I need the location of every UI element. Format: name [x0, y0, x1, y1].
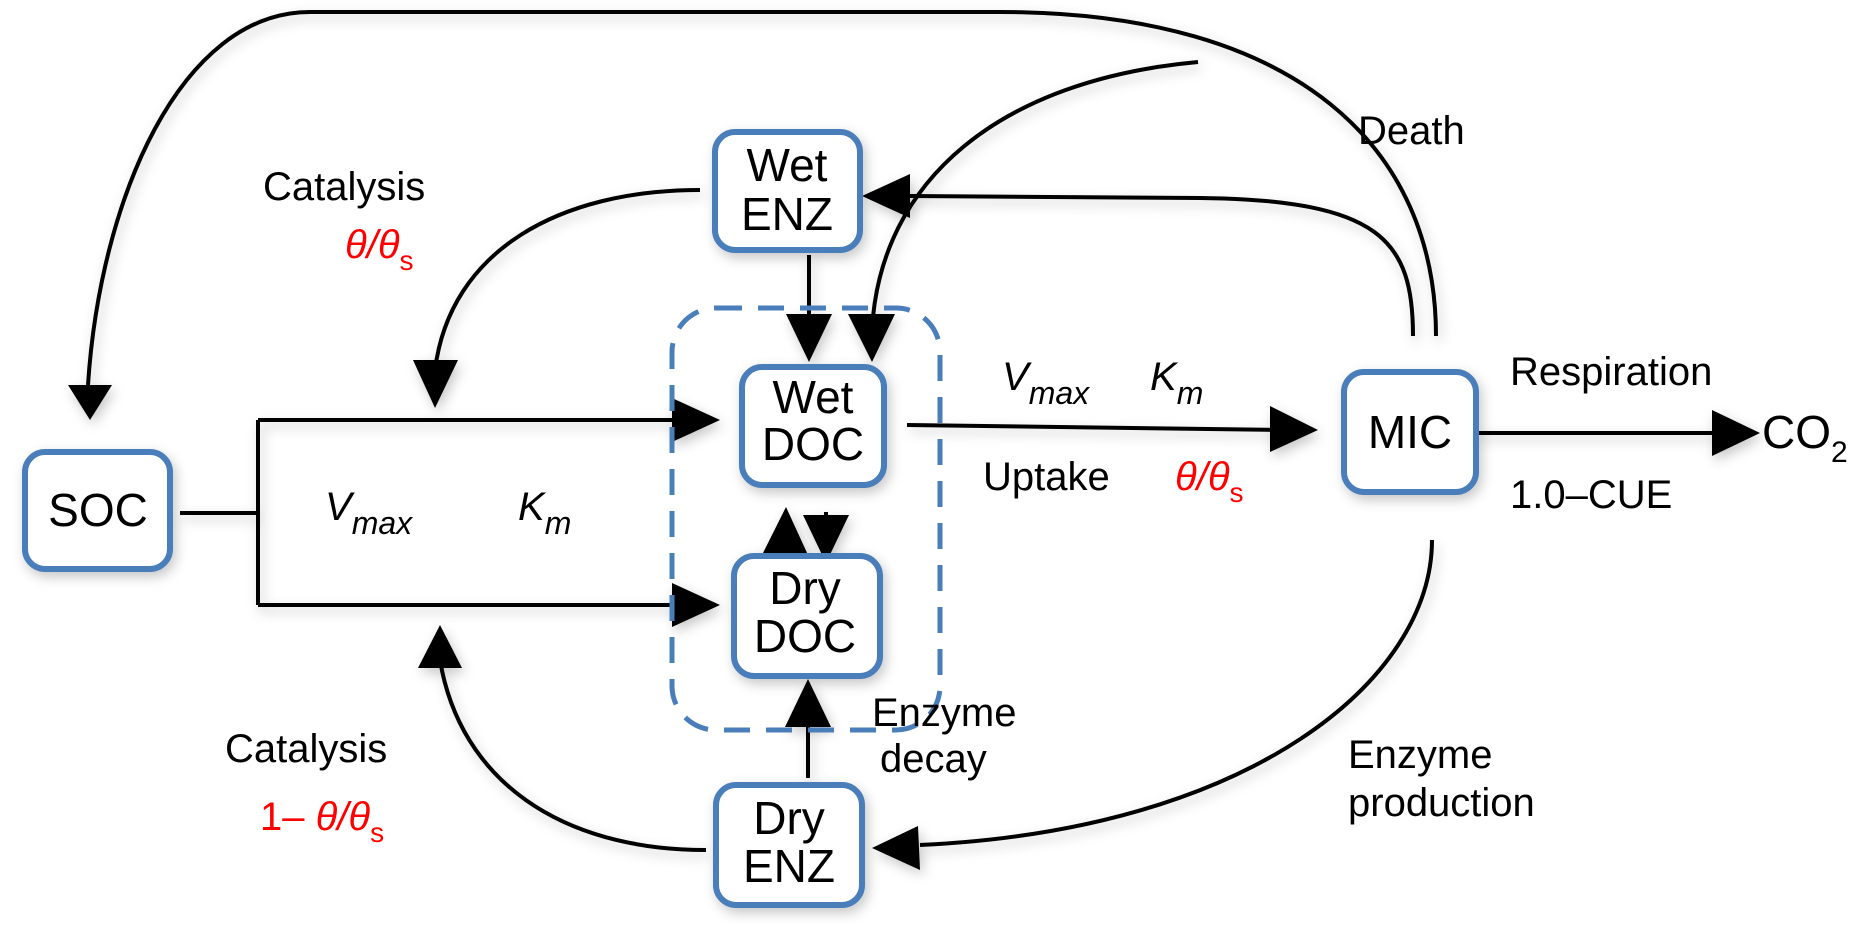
edge-dryenz-catalysis [438, 659, 707, 852]
arrowhead-catalysis-bottom [418, 625, 462, 668]
arrowhead-exchange-down [803, 515, 849, 563]
node-wet-doc-line2: DOC [762, 418, 864, 470]
label-catalysis-top: Catalysis [263, 165, 425, 209]
node-dry-doc-line2: DOC [754, 610, 856, 662]
edges [68, 10, 1760, 870]
label-catalysis-bottom: Catalysis [225, 727, 387, 771]
label-respiration: Respiration [1510, 350, 1712, 394]
arrowhead-catalysis-top [413, 360, 458, 408]
node-wet-enz-line2: ENZ [741, 188, 833, 240]
node-co2: CO2 [1762, 406, 1848, 469]
node-dry-doc-line1: Dry [769, 562, 841, 614]
label-decomp-vmax: Vmax [325, 485, 413, 541]
edge-wetenz-catalysis [433, 188, 701, 371]
node-dry-enz[interactable]: Dry ENZ [713, 782, 865, 908]
label-uptake-modifier: θ/θs [1175, 455, 1244, 508]
label-catalysis-top-modifier: θ/θs [345, 223, 414, 276]
arrowhead-wetdoc-death [848, 314, 895, 362]
arrowhead-wetdoc-enz [786, 314, 832, 362]
doc-pool-boundary [669, 305, 943, 733]
arrowhead-dryenz [872, 826, 920, 870]
label-uptake-vmax: Vmax [1002, 355, 1090, 411]
node-wet-doc[interactable]: Wet DOC [739, 364, 887, 488]
arrowhead-wetdoc [672, 398, 720, 442]
edge-death-to-wetdoc [870, 60, 1199, 331]
edge-uptake [906, 423, 1286, 432]
label-enzyme-production-line2: production [1348, 781, 1535, 825]
node-mic-label: MIC [1368, 406, 1452, 458]
label-decomp-km: Km [518, 485, 571, 541]
label-cue: 1.0–CUE [1510, 473, 1672, 517]
edge-mic-to-dryenz [919, 539, 1434, 847]
edge-soc-branch [180, 418, 690, 607]
label-uptake: Uptake [983, 455, 1110, 499]
node-soc[interactable]: SOC [22, 449, 173, 572]
label-uptake-km: Km [1150, 355, 1203, 411]
node-wet-doc-line1: Wet [773, 371, 854, 423]
arrowhead-drydoc [672, 583, 720, 627]
label-catalysis-bottom-modifier: 1– θ/θs [260, 795, 384, 848]
node-dry-enz-line1: Dry [753, 792, 825, 844]
arrowhead-soc [68, 385, 112, 420]
arrowhead-co2 [1712, 410, 1760, 456]
arrowhead-mic [1270, 406, 1318, 452]
node-dry-enz-line2: ENZ [743, 840, 835, 892]
arrowhead-exchange-up [762, 507, 808, 555]
label-enzyme-decay-line2: decay [880, 737, 987, 781]
label-enzyme-production-line1: Enzyme [1348, 733, 1493, 777]
arrowhead-wetenz [862, 174, 910, 218]
node-mic[interactable]: MIC [1341, 369, 1479, 495]
node-dry-doc[interactable]: Dry DOC [731, 553, 883, 679]
node-wet-enz[interactable]: Wet ENZ [712, 129, 863, 253]
edge-death-to-soc [86, 10, 1438, 386]
label-enzyme-decay-line1: Enzyme [872, 691, 1017, 735]
arrowhead-drydoc-decay [785, 679, 831, 727]
node-soc-label: SOC [48, 484, 148, 536]
edge-mic-to-wetenz [909, 194, 1415, 337]
label-death: Death [1358, 109, 1465, 153]
node-wet-enz-line1: Wet [747, 139, 828, 191]
